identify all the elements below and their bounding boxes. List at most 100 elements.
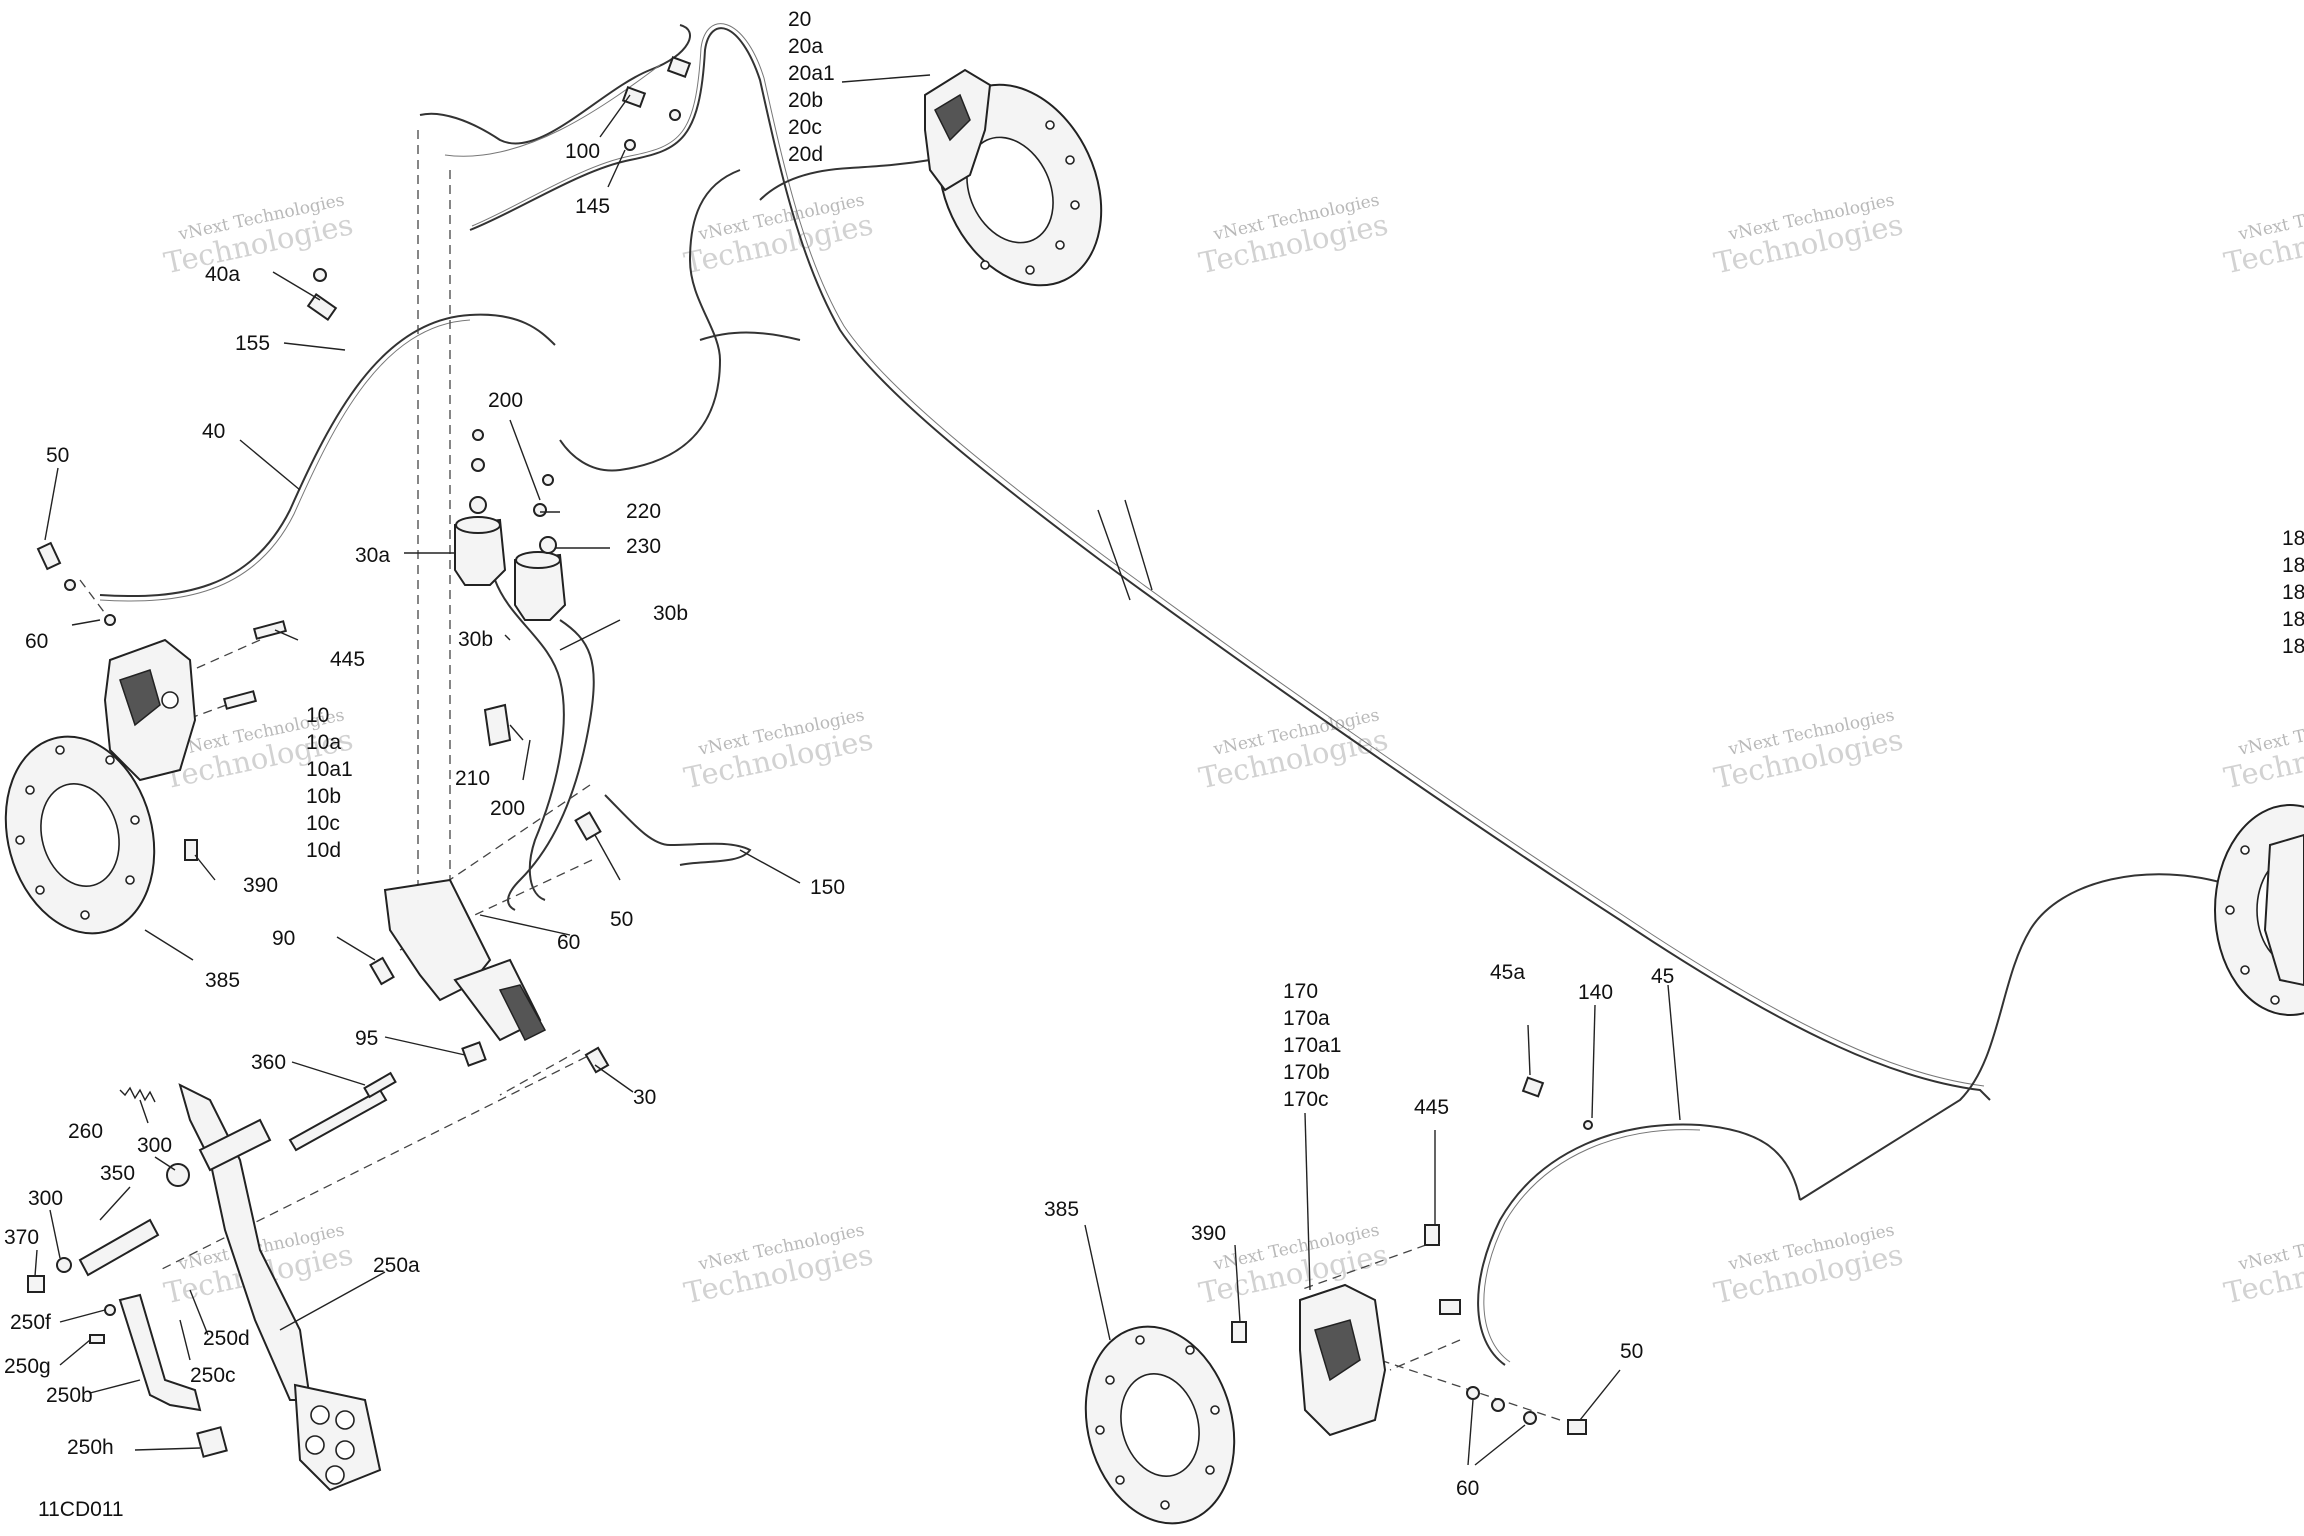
leader-lines <box>34 74 1681 1466</box>
callout-18: 18 <box>2282 527 2304 550</box>
watermark: vNext Technologies Technologies <box>2221 705 2304 795</box>
callout-385: 385 <box>1044 1198 1079 1221</box>
callout-260: 260 <box>68 1120 103 1143</box>
callout-18: 18 <box>2282 608 2304 631</box>
master-cylinder <box>383 878 547 1042</box>
hose-40 <box>99 313 556 598</box>
callout-170: 170 <box>1283 980 1318 1003</box>
diagram-code: 11CD011 <box>38 1498 124 1521</box>
callout-170b: 170b <box>1283 1061 1330 1084</box>
callout-10b: 10b <box>306 785 341 808</box>
main-brake-line-inner <box>471 23 1985 1087</box>
callout-18: 18 <box>2282 635 2304 658</box>
callout-90: 90 <box>272 927 295 950</box>
reservoir-caps <box>469 429 557 554</box>
callout-60: 60 <box>1456 1477 1479 1500</box>
main-brake-line <box>469 27 1991 1101</box>
callout-40a: 40a <box>205 263 240 286</box>
right-rear-caliper <box>2263 833 2304 987</box>
hose-45 <box>1477 1123 1801 1366</box>
callout-155: 155 <box>235 332 270 355</box>
callout-45: 45 <box>1651 965 1674 988</box>
watermark: vNext Technologies Technologies <box>1711 705 1906 795</box>
callout-445: 445 <box>330 648 365 671</box>
watermarks: vNext Technologies Technologies vNext Te… <box>161 190 2304 1310</box>
upper-line-b <box>444 64 661 157</box>
callout-170a: 170a <box>1283 1007 1330 1030</box>
callout-360: 360 <box>251 1051 286 1074</box>
reservoir-30a <box>454 516 507 586</box>
callout-20a: 20a <box>788 35 823 58</box>
callout-95: 95 <box>355 1027 378 1050</box>
front-left-caliper <box>103 638 197 782</box>
brake-lines <box>99 23 2304 1366</box>
fasteners <box>27 56 1593 1458</box>
callout-140: 140 <box>1578 981 1613 1004</box>
watermark: vNext Technologies Technologies <box>2221 190 2304 280</box>
callout-250h: 250h <box>67 1436 114 1459</box>
callout-230: 230 <box>626 535 661 558</box>
callout-200: 200 <box>490 797 525 820</box>
watermark: vNext Technologies Technologies <box>161 190 356 280</box>
brake-light-switch <box>483 703 512 747</box>
hose-45-inner <box>1483 1129 1701 1363</box>
callout-50: 50 <box>610 908 633 931</box>
callout-370: 370 <box>4 1226 39 1249</box>
callout-40: 40 <box>202 420 225 443</box>
front-caliper-line <box>759 159 931 201</box>
callout-10c: 10c <box>306 812 340 835</box>
watermark: vNext Technologies Technologies <box>681 1220 876 1310</box>
callout-100: 100 <box>565 140 600 163</box>
callout-250a: 250a <box>373 1254 420 1277</box>
callout-60: 60 <box>25 630 48 653</box>
callout-18: 18 <box>2282 581 2304 604</box>
line-break-mark <box>1097 509 1131 601</box>
front-right-caliper <box>924 68 992 192</box>
callout-250d: 250d <box>203 1327 250 1350</box>
callout-145: 145 <box>575 195 610 218</box>
sensor-cable <box>604 794 752 866</box>
callout-labels: 20 20a 20a1 20b 20c 20d 100 145 40a 155 … <box>4 8 2304 1500</box>
callout-10a: 10a <box>306 731 341 754</box>
callout-60: 60 <box>557 931 580 954</box>
watermark: vNext Technologies Technologies <box>2221 1220 2304 1310</box>
watermark: vNext Technologies Technologies <box>1196 705 1391 795</box>
callout-210: 210 <box>455 767 490 790</box>
callout-200: 200 <box>488 389 523 412</box>
watermark: vNext Technologies Technologies <box>1711 190 1906 280</box>
callout-170c: 170c <box>1283 1088 1329 1111</box>
callout-390: 390 <box>243 874 278 897</box>
pedal-pivot-shaft <box>78 1088 388 1277</box>
callout-30b: 30b <box>458 628 493 651</box>
callout-390: 390 <box>1191 1222 1226 1245</box>
watermark: vNext Technologies Technologies <box>681 190 876 280</box>
assembly-lines <box>79 130 1561 1421</box>
pedal-lever-250b <box>118 1293 202 1412</box>
watermark: vNext Technologies Technologies <box>681 705 876 795</box>
hose-branch-2 <box>699 331 801 341</box>
callout-170a1: 170a1 <box>1283 1034 1341 1057</box>
callout-250b: 250b <box>46 1384 93 1407</box>
hose-40-inner <box>99 319 471 602</box>
front-left-brake-disc <box>4 735 156 935</box>
callout-50: 50 <box>1620 1340 1643 1363</box>
callout-350: 350 <box>100 1162 135 1185</box>
callout-18: 18 <box>2282 554 2304 577</box>
callout-300: 300 <box>137 1134 172 1157</box>
callout-150: 150 <box>810 876 845 899</box>
callout-250c: 250c <box>190 1364 236 1387</box>
callout-385: 385 <box>205 969 240 992</box>
callout-300: 300 <box>28 1187 63 1210</box>
reservoir-30b <box>514 551 567 621</box>
callout-445: 445 <box>1414 1096 1449 1119</box>
upper-line-a <box>419 24 691 145</box>
callout-220: 220 <box>626 500 661 523</box>
watermark: vNext Technologies Technologies <box>1196 190 1391 280</box>
callout-20: 20 <box>788 8 811 31</box>
watermark: vNext Technologies Technologies <box>1711 1220 1906 1310</box>
reservoir-hose-right <box>507 619 595 911</box>
spring-260 <box>119 1086 156 1103</box>
callout-20b: 20b <box>788 89 823 112</box>
callout-30b: 30b <box>653 602 688 625</box>
